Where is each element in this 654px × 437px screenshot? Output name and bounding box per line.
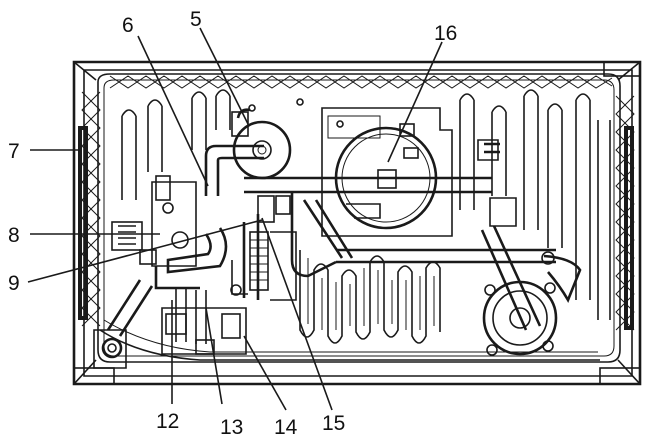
callout-5: 5 xyxy=(190,8,202,31)
callout-9: 9 xyxy=(8,272,20,295)
gas-valve-assembly xyxy=(111,175,200,290)
callout-6: 6 xyxy=(122,14,134,37)
insulation-hatching xyxy=(78,75,635,331)
callout-15: 15 xyxy=(322,412,345,435)
outer-casing xyxy=(72,60,642,386)
callout-14: 14 xyxy=(274,416,298,437)
callout-labels: 5 6 16 7 8 9 12 13 14 15 xyxy=(8,8,457,437)
callout-7: 7 xyxy=(8,140,20,163)
pipework xyxy=(93,144,556,369)
heat-exchanger-tubes xyxy=(99,89,611,361)
pump-block xyxy=(161,195,297,355)
fan-assembly xyxy=(231,108,292,180)
callout-16: 16 xyxy=(434,22,457,45)
callout-8: 8 xyxy=(8,224,20,247)
circulation-pump xyxy=(477,139,582,356)
central-plate xyxy=(248,98,453,237)
callout-13: 13 xyxy=(220,416,243,437)
leader-lines xyxy=(27,27,443,411)
callout-12: 12 xyxy=(156,410,179,433)
